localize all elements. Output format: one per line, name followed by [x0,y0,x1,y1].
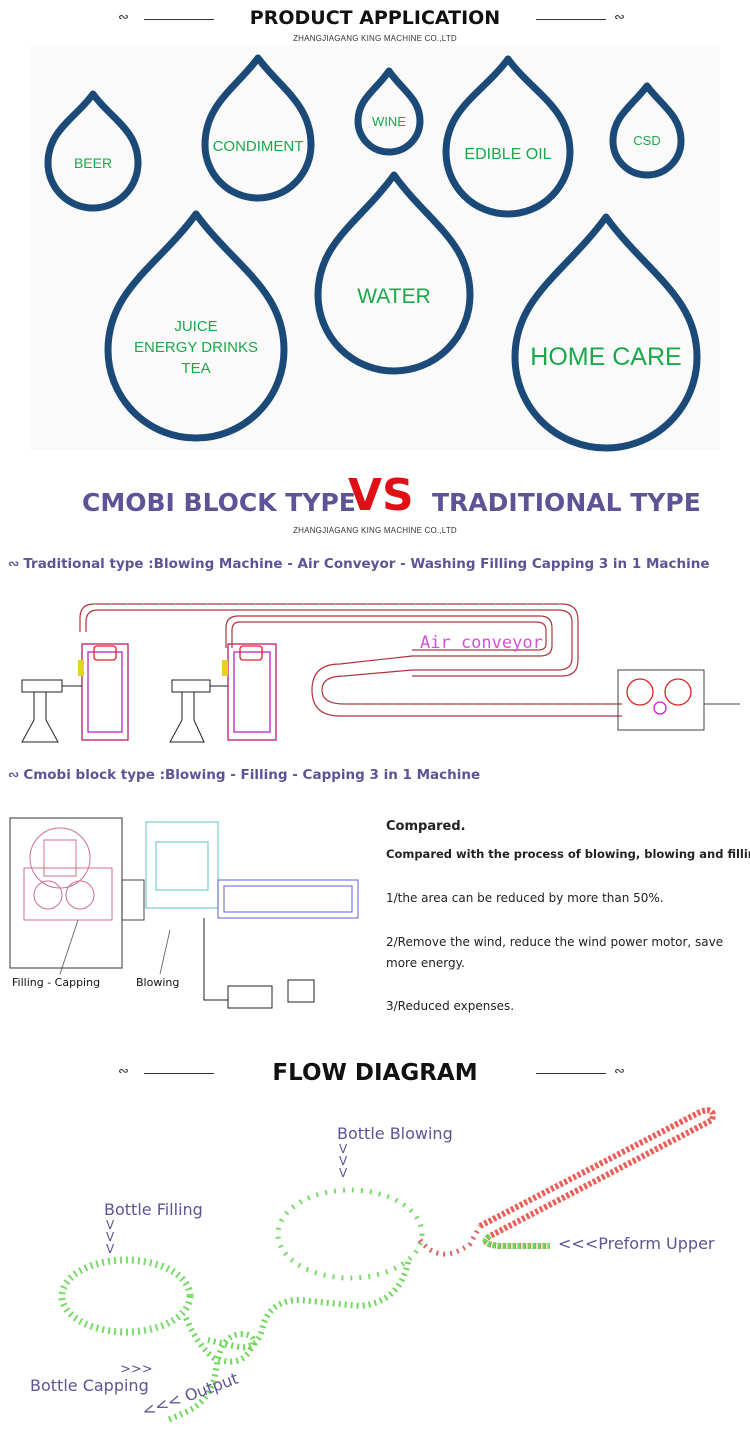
drop-label-beer: BEER [74,155,112,171]
comparison-subtitle: ZHANGJIAGANG KING MACHINE CO.,LTD [293,526,457,535]
drop-condiment [201,54,315,202]
compared-point-3: 3/Reduced expenses. [386,999,515,1013]
bottle-capping-label: Bottle Capping [30,1376,149,1395]
traditional-type-heading: TRADITIONAL TYPE [432,488,701,517]
curl-icon-2: ∾ [8,767,20,783]
drop-home-care [511,213,701,452]
ornament-left-1: ∾ [118,10,218,30]
flow-diagram-drawing [58,1107,716,1423]
drop-wine [354,67,424,156]
blowing-arrow-2: V [339,1154,348,1168]
filling-arrow-3: V [106,1242,115,1256]
drop-water [314,171,474,375]
product-drops: BEER CONDIMENT WINE EDIBLE OIL CSD JUICE… [30,46,720,452]
cmobi-type-heading-line: ∾Cmobi block type :Blowing - Filling - C… [8,767,480,783]
drop-label-home-care: HOME CARE [530,343,681,371]
drop-label-wine: WINE [372,114,406,129]
blowing-arrow-3: V [339,1166,348,1180]
compared-intro: Compared with the process of blowing, bl… [386,847,750,861]
blowing-label: Blowing [136,976,179,989]
bottle-blowing-label: Bottle Blowing [337,1124,453,1143]
traditional-type-heading-line: ∾Traditional type :Blowing Machine - Air… [8,556,710,572]
drop-label-water: WATER [357,285,431,308]
traditional-type-text: Traditional type :Blowing Machine - Air … [23,556,710,572]
drop-label-condiment: CONDIMENT [213,138,304,155]
drop-edible-oil [442,55,574,218]
drop-label-csd: CSD [633,133,660,148]
drop-juice [104,210,288,442]
compared-point-2: 2/Remove the wind, reduce the wind power… [386,935,724,970]
traditional-layout-drawing: Air conveyor [21,603,740,743]
ornament-right-1: ∾ [536,10,636,30]
drop-beer [44,90,142,212]
cmobi-layout-drawing: Filling - Capping Blowing [9,817,359,1009]
drop-label-juice-1: JUICE [174,318,217,335]
drop-label-juice-2: ENERGY DRINKS [134,339,258,356]
compared-point-1: 1/the area can be reduced by more than 5… [386,891,664,905]
flow-diagram-title: FLOW DIAGRAM [272,1060,478,1086]
product-application-subtitle: ZHANGJIAGANG KING MACHINE CO.,LTD [293,34,457,43]
cmobi-block-type-heading: CMOBI BLOCK TYPE [82,488,356,517]
ornament-right-2: ∾ [536,1064,636,1084]
air-conveyor-label: Air conveyor [420,633,543,653]
drop-csd [609,82,685,179]
cmobi-type-text: Cmobi block type :Blowing - Filling - Ca… [23,767,481,783]
blowing-arrow-1: V [339,1142,348,1156]
capping-arrows: >>> [120,1362,153,1377]
drop-label-juice-3: TEA [181,360,210,377]
filling-capping-label: Filling - Capping [12,976,100,989]
filling-arrow-2: V [106,1230,115,1244]
vs-mark: VS [348,470,414,521]
drop-label-edible-oil: EDIBLE OIL [464,146,551,163]
preform-upper-label: <<<Preform Upper [558,1234,715,1253]
compared-title: Compared. [386,819,466,834]
filling-arrow-1: V [106,1218,115,1232]
bottle-filling-label: Bottle Filling [104,1200,203,1219]
ornament-left-2: ∾ [118,1064,218,1084]
product-application-title: PRODUCT APPLICATION [249,7,501,29]
curl-icon: ∾ [8,556,20,572]
